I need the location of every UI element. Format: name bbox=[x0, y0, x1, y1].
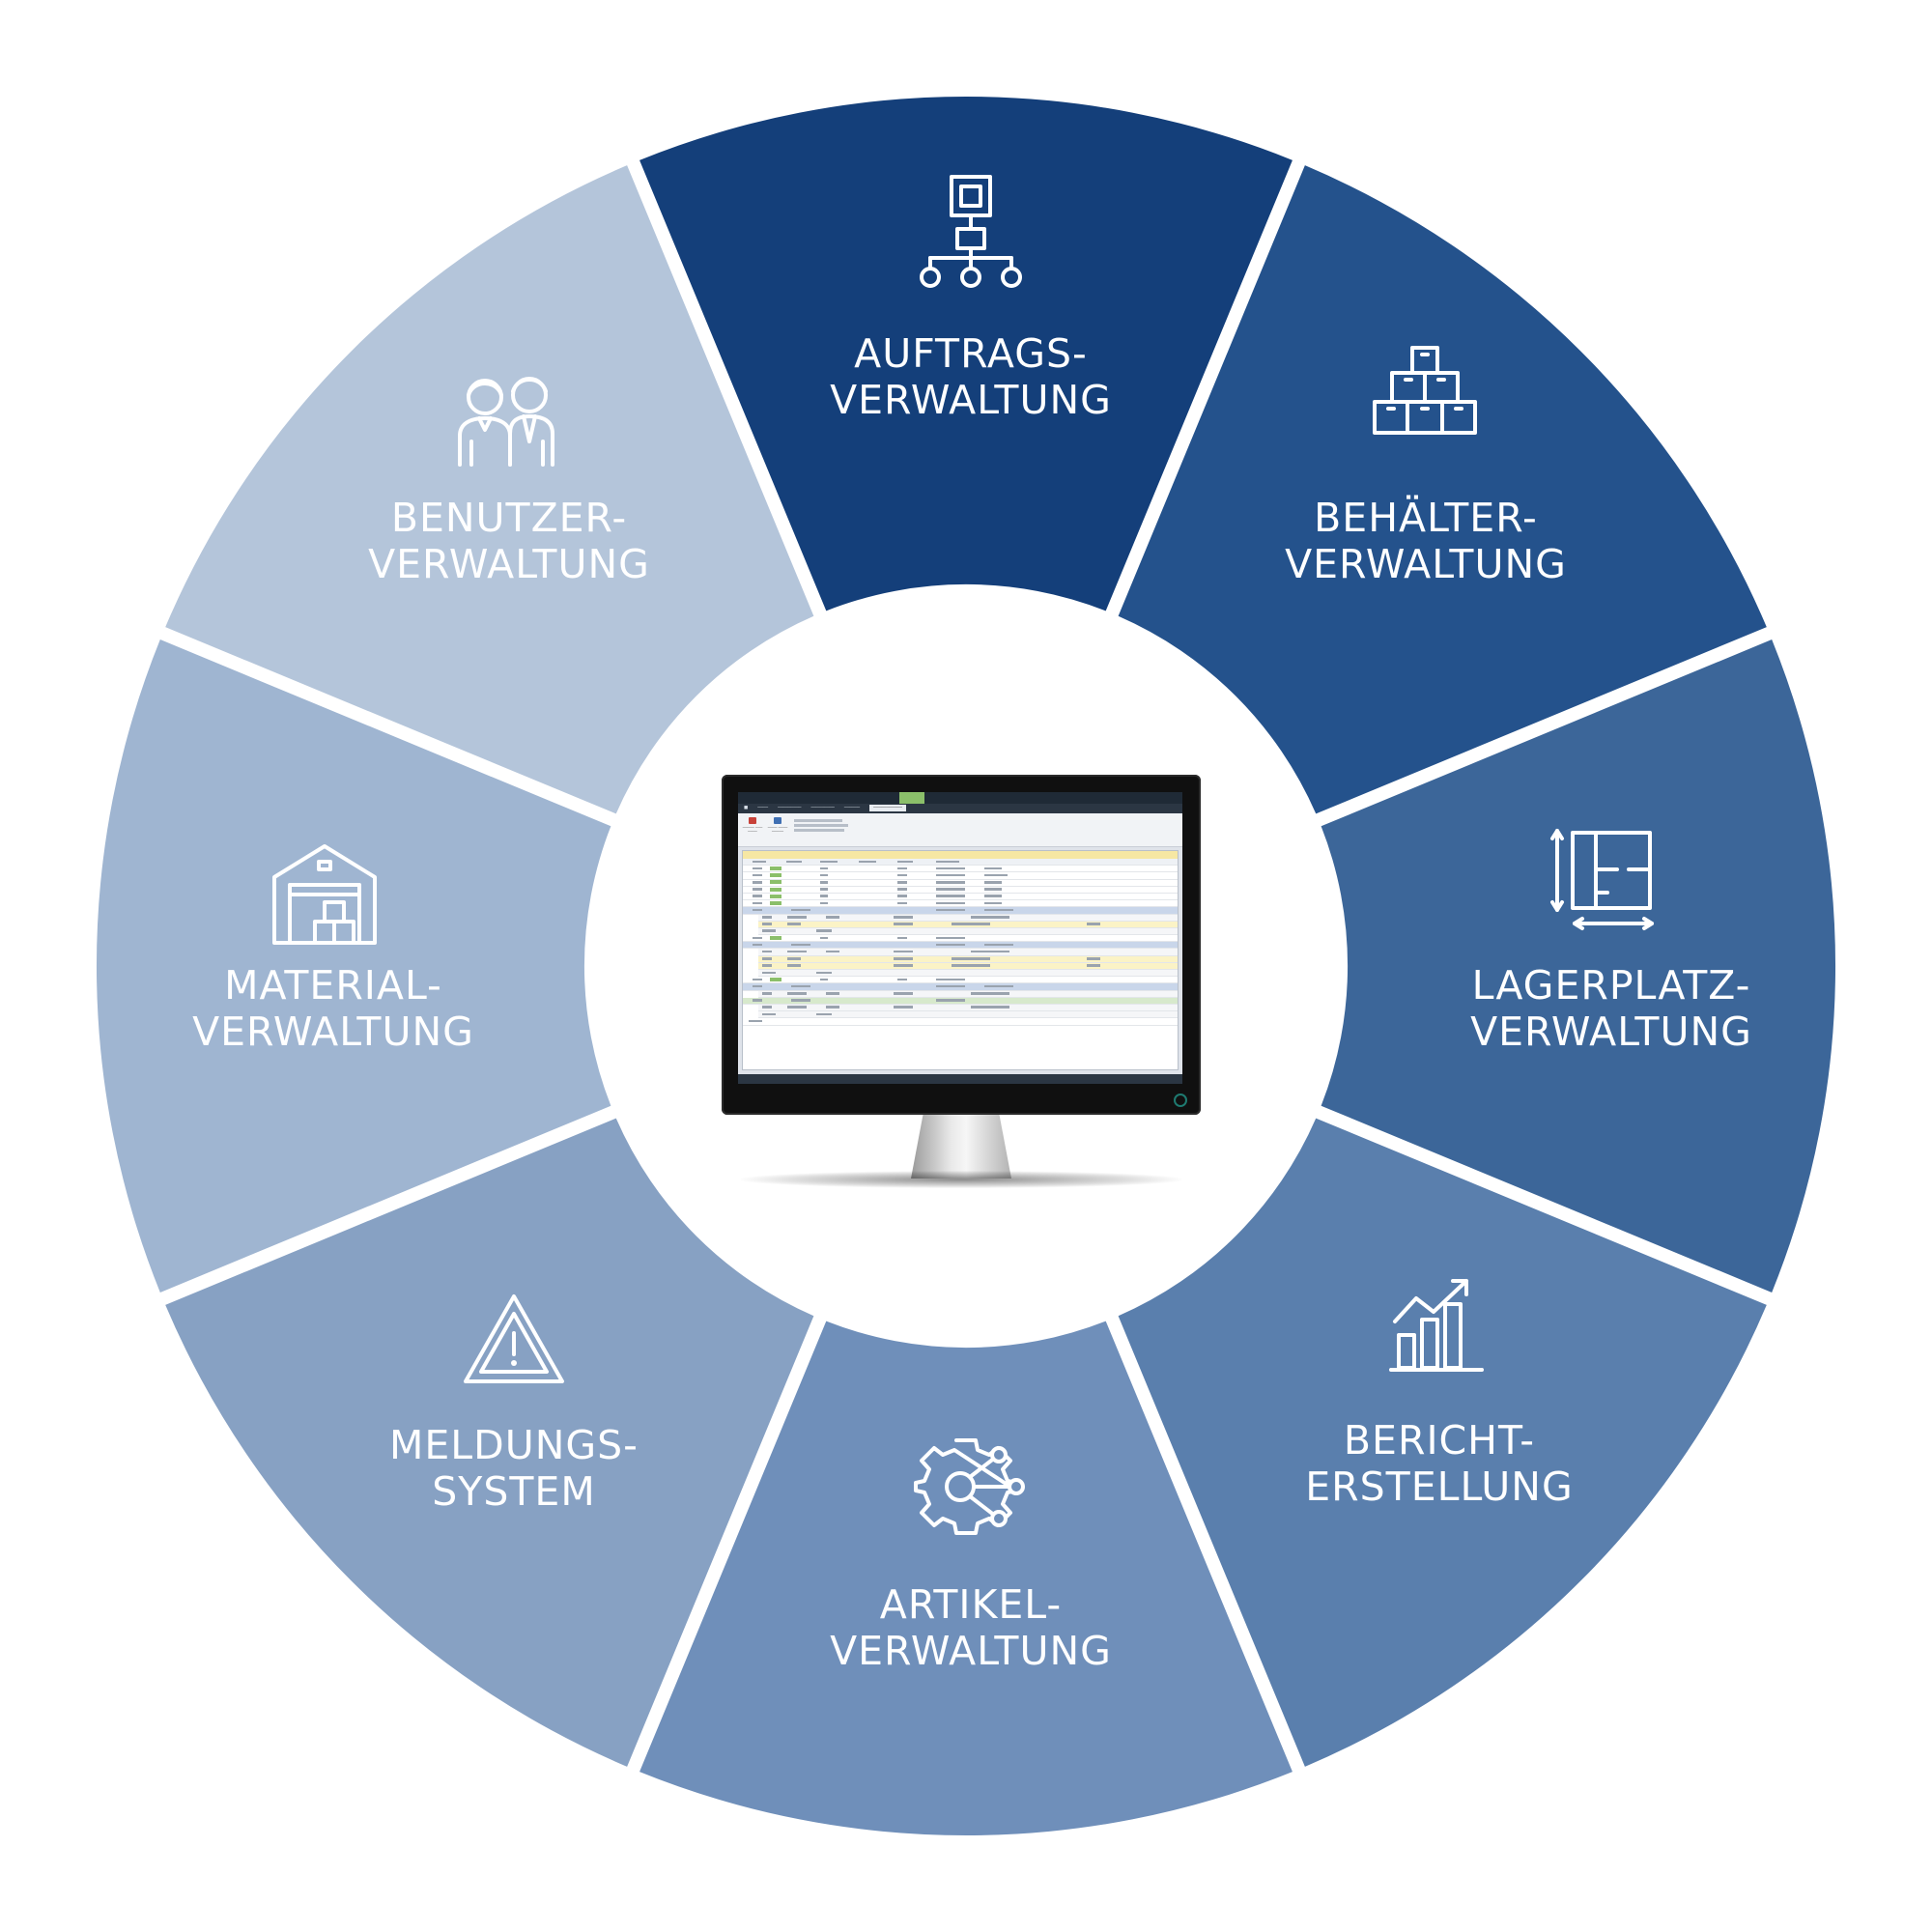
segment-label-material-2: VERWALTUNG bbox=[192, 1009, 474, 1055]
floor-plan-icon bbox=[1550, 829, 1654, 930]
users-icon bbox=[458, 377, 554, 467]
segment-label-lager-1: LAGERPLATZ- bbox=[1472, 962, 1751, 1009]
segment-lager bbox=[1321, 639, 1836, 1293]
segment-bericht bbox=[1118, 1118, 1767, 1767]
segment-artikel bbox=[639, 1321, 1293, 1836]
segment-label-behaelter-2: VERWALTUNG bbox=[1285, 541, 1567, 587]
segment-label-bericht-1: BERICHT- bbox=[1344, 1417, 1535, 1463]
segment-label-artikel-1: ARTIKEL- bbox=[880, 1581, 1062, 1628]
software-screenshot: ■───────────────────────────────────────… bbox=[738, 792, 1182, 1084]
warning-icon bbox=[464, 1294, 564, 1383]
stacked-boxes-icon bbox=[1373, 346, 1477, 435]
segment-label-benutzer-2: VERWALTUNG bbox=[368, 541, 650, 587]
monitor-stand bbox=[911, 1115, 1011, 1179]
monitor-shadow bbox=[741, 1171, 1181, 1188]
bar-chart-growth-icon bbox=[1389, 1279, 1484, 1372]
segment-benutzer bbox=[165, 165, 814, 814]
warehouse-icon bbox=[272, 844, 377, 945]
segment-meldung bbox=[165, 1118, 814, 1767]
segment-label-behaelter-1: BEHÄLTER- bbox=[1314, 495, 1538, 541]
segment-label-artikel-2: VERWALTUNG bbox=[830, 1628, 1112, 1674]
segment-label-benutzer-1: BENUTZER- bbox=[391, 495, 627, 541]
segment-label-material-1: MATERIAL- bbox=[224, 962, 442, 1009]
monitor-screenshot: ■───────────────────────────────────────… bbox=[722, 775, 1201, 1192]
segment-behaelter bbox=[1118, 165, 1767, 814]
segment-label-meldung-1: MELDUNGS- bbox=[389, 1422, 639, 1468]
segment-label-auftrag-2: VERWALTUNG bbox=[830, 377, 1112, 423]
gear-network-icon bbox=[914, 1438, 1025, 1535]
segment-material bbox=[96, 639, 611, 1293]
segment-label-lager-2: VERWALTUNG bbox=[1470, 1009, 1752, 1055]
segment-label-bericht-2: ERSTELLUNG bbox=[1305, 1463, 1573, 1510]
segment-auftrag bbox=[639, 96, 1293, 611]
segment-label-auftrag-1: AUFTRAGS- bbox=[854, 330, 1088, 377]
org-chart-icon bbox=[920, 175, 1022, 288]
power-icon bbox=[1174, 1094, 1187, 1107]
monitor-frame: ■───────────────────────────────────────… bbox=[722, 775, 1201, 1115]
segment-label-meldung-2: SYSTEM bbox=[432, 1468, 595, 1515]
